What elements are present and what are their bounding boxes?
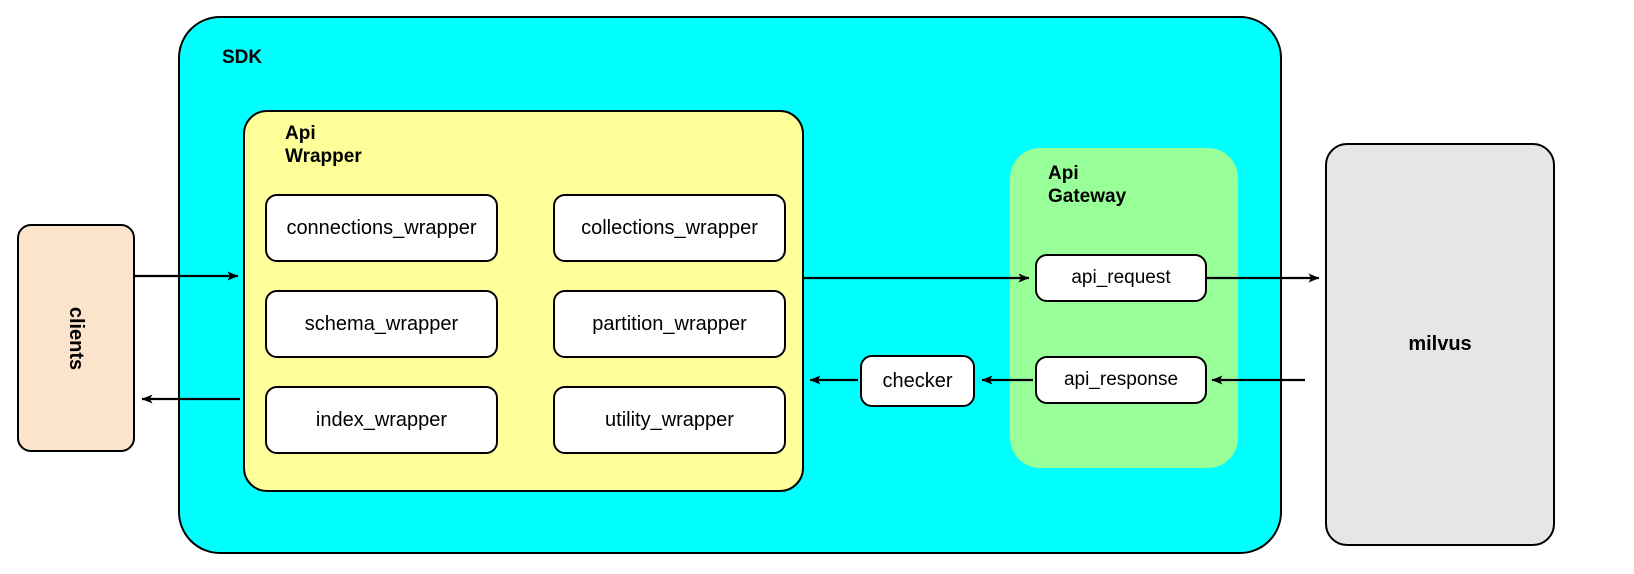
node-connections-wrapper[interactable]: connections_wrapper [265,194,498,262]
node-api-response-label: api_response [1063,369,1179,390]
node-api-request-label: api_request [1071,267,1171,288]
node-api-response[interactable]: api_response [1035,356,1207,404]
container-api-gateway-title: Api Gateway [1048,163,1127,208]
node-schema-wrapper[interactable]: schema_wrapper [265,290,498,358]
node-api-request[interactable]: api_request [1035,254,1207,302]
node-index-wrapper-label: index_wrapper [315,408,448,431]
node-collections-wrapper[interactable]: collections_wrapper [553,194,786,262]
container-api-wrapper-title: Api Wrapper [285,123,362,168]
container-api-gateway[interactable]: Api Gateway [1010,148,1238,468]
node-checker[interactable]: checker [860,355,975,407]
node-milvus-label: milvus [1408,333,1472,355]
node-schema-wrapper-label: schema_wrapper [304,312,459,335]
node-index-wrapper[interactable]: index_wrapper [265,386,498,454]
node-milvus[interactable]: milvus [1325,143,1555,546]
node-collections-wrapper-label: collections_wrapper [581,216,758,239]
node-clients-label: clients [65,306,88,370]
node-utility-wrapper[interactable]: utility_wrapper [553,386,786,454]
node-connections-wrapper-label: connections_wrapper [286,216,477,239]
node-checker-label: checker [882,369,953,392]
node-utility-wrapper-label: utility_wrapper [605,408,734,431]
node-partition-wrapper[interactable]: partition_wrapper [553,290,786,358]
node-clients[interactable]: clients [17,224,135,452]
node-partition-wrapper-label: partition_wrapper [592,312,747,335]
container-sdk-title: SDK [222,47,263,68]
